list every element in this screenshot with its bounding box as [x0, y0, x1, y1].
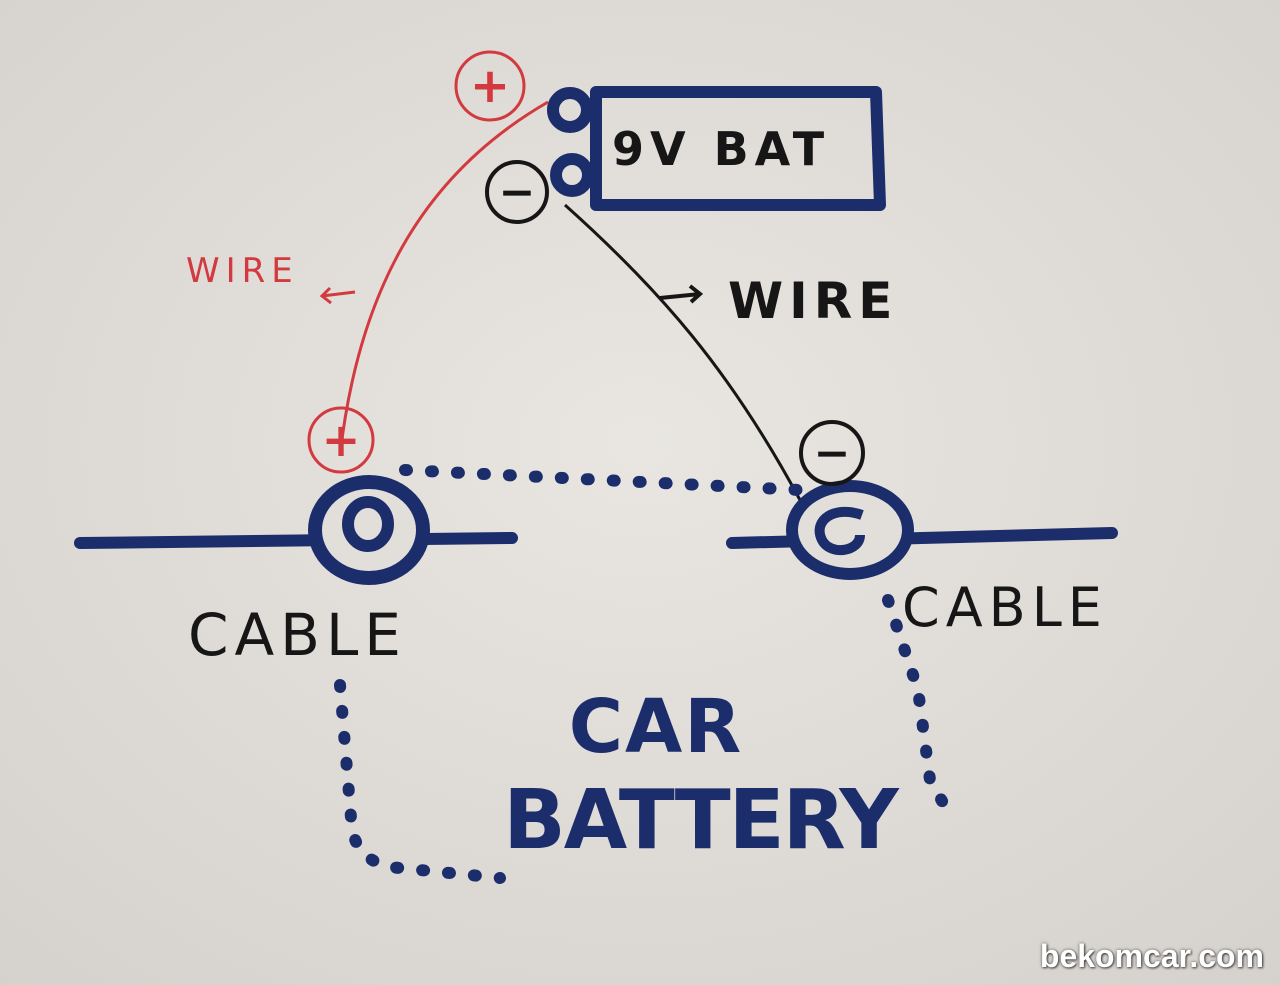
terminal-negative-cable-label: CABLE	[902, 576, 1108, 639]
positive-wire	[338, 100, 549, 456]
battery-9v: 9V BAT	[547, 86, 886, 211]
svg-text:−: −	[814, 428, 851, 479]
battery-9v-positive-terminal	[547, 87, 593, 133]
negative-wire	[563, 203, 802, 501]
battery-9v-positive-sign: +	[454, 50, 526, 122]
battery-9v-negative-sign: −	[485, 160, 549, 224]
terminal-positive-cable-label: CABLE	[188, 601, 407, 669]
arrow-icon	[319, 286, 356, 305]
terminal-negative-sign: −	[799, 420, 865, 486]
negative-wire-label-group: WIRE	[659, 272, 898, 330]
terminal-negative	[726, 480, 1118, 580]
car-battery-outline	[334, 464, 956, 884]
positive-wire-label-group: WIRE	[186, 251, 356, 305]
terminal-positive-sign: +	[307, 406, 375, 474]
arrow-icon	[659, 284, 704, 304]
positive-wire-label: WIRE	[186, 251, 299, 291]
svg-text:−: −	[499, 167, 536, 218]
terminal-positive	[74, 475, 518, 585]
svg-text:+: +	[322, 413, 361, 467]
svg-text:+: +	[470, 58, 510, 114]
car-battery-label-line2: BATTERY	[503, 773, 900, 868]
negative-wire-label: WIRE	[728, 272, 898, 330]
battery-9v-negative-terminal	[550, 153, 594, 197]
watermark: bekomcar.com	[1039, 938, 1264, 974]
car-battery-label-line1: CAR	[569, 684, 744, 770]
battery-9v-label: 9V BAT	[612, 122, 830, 176]
